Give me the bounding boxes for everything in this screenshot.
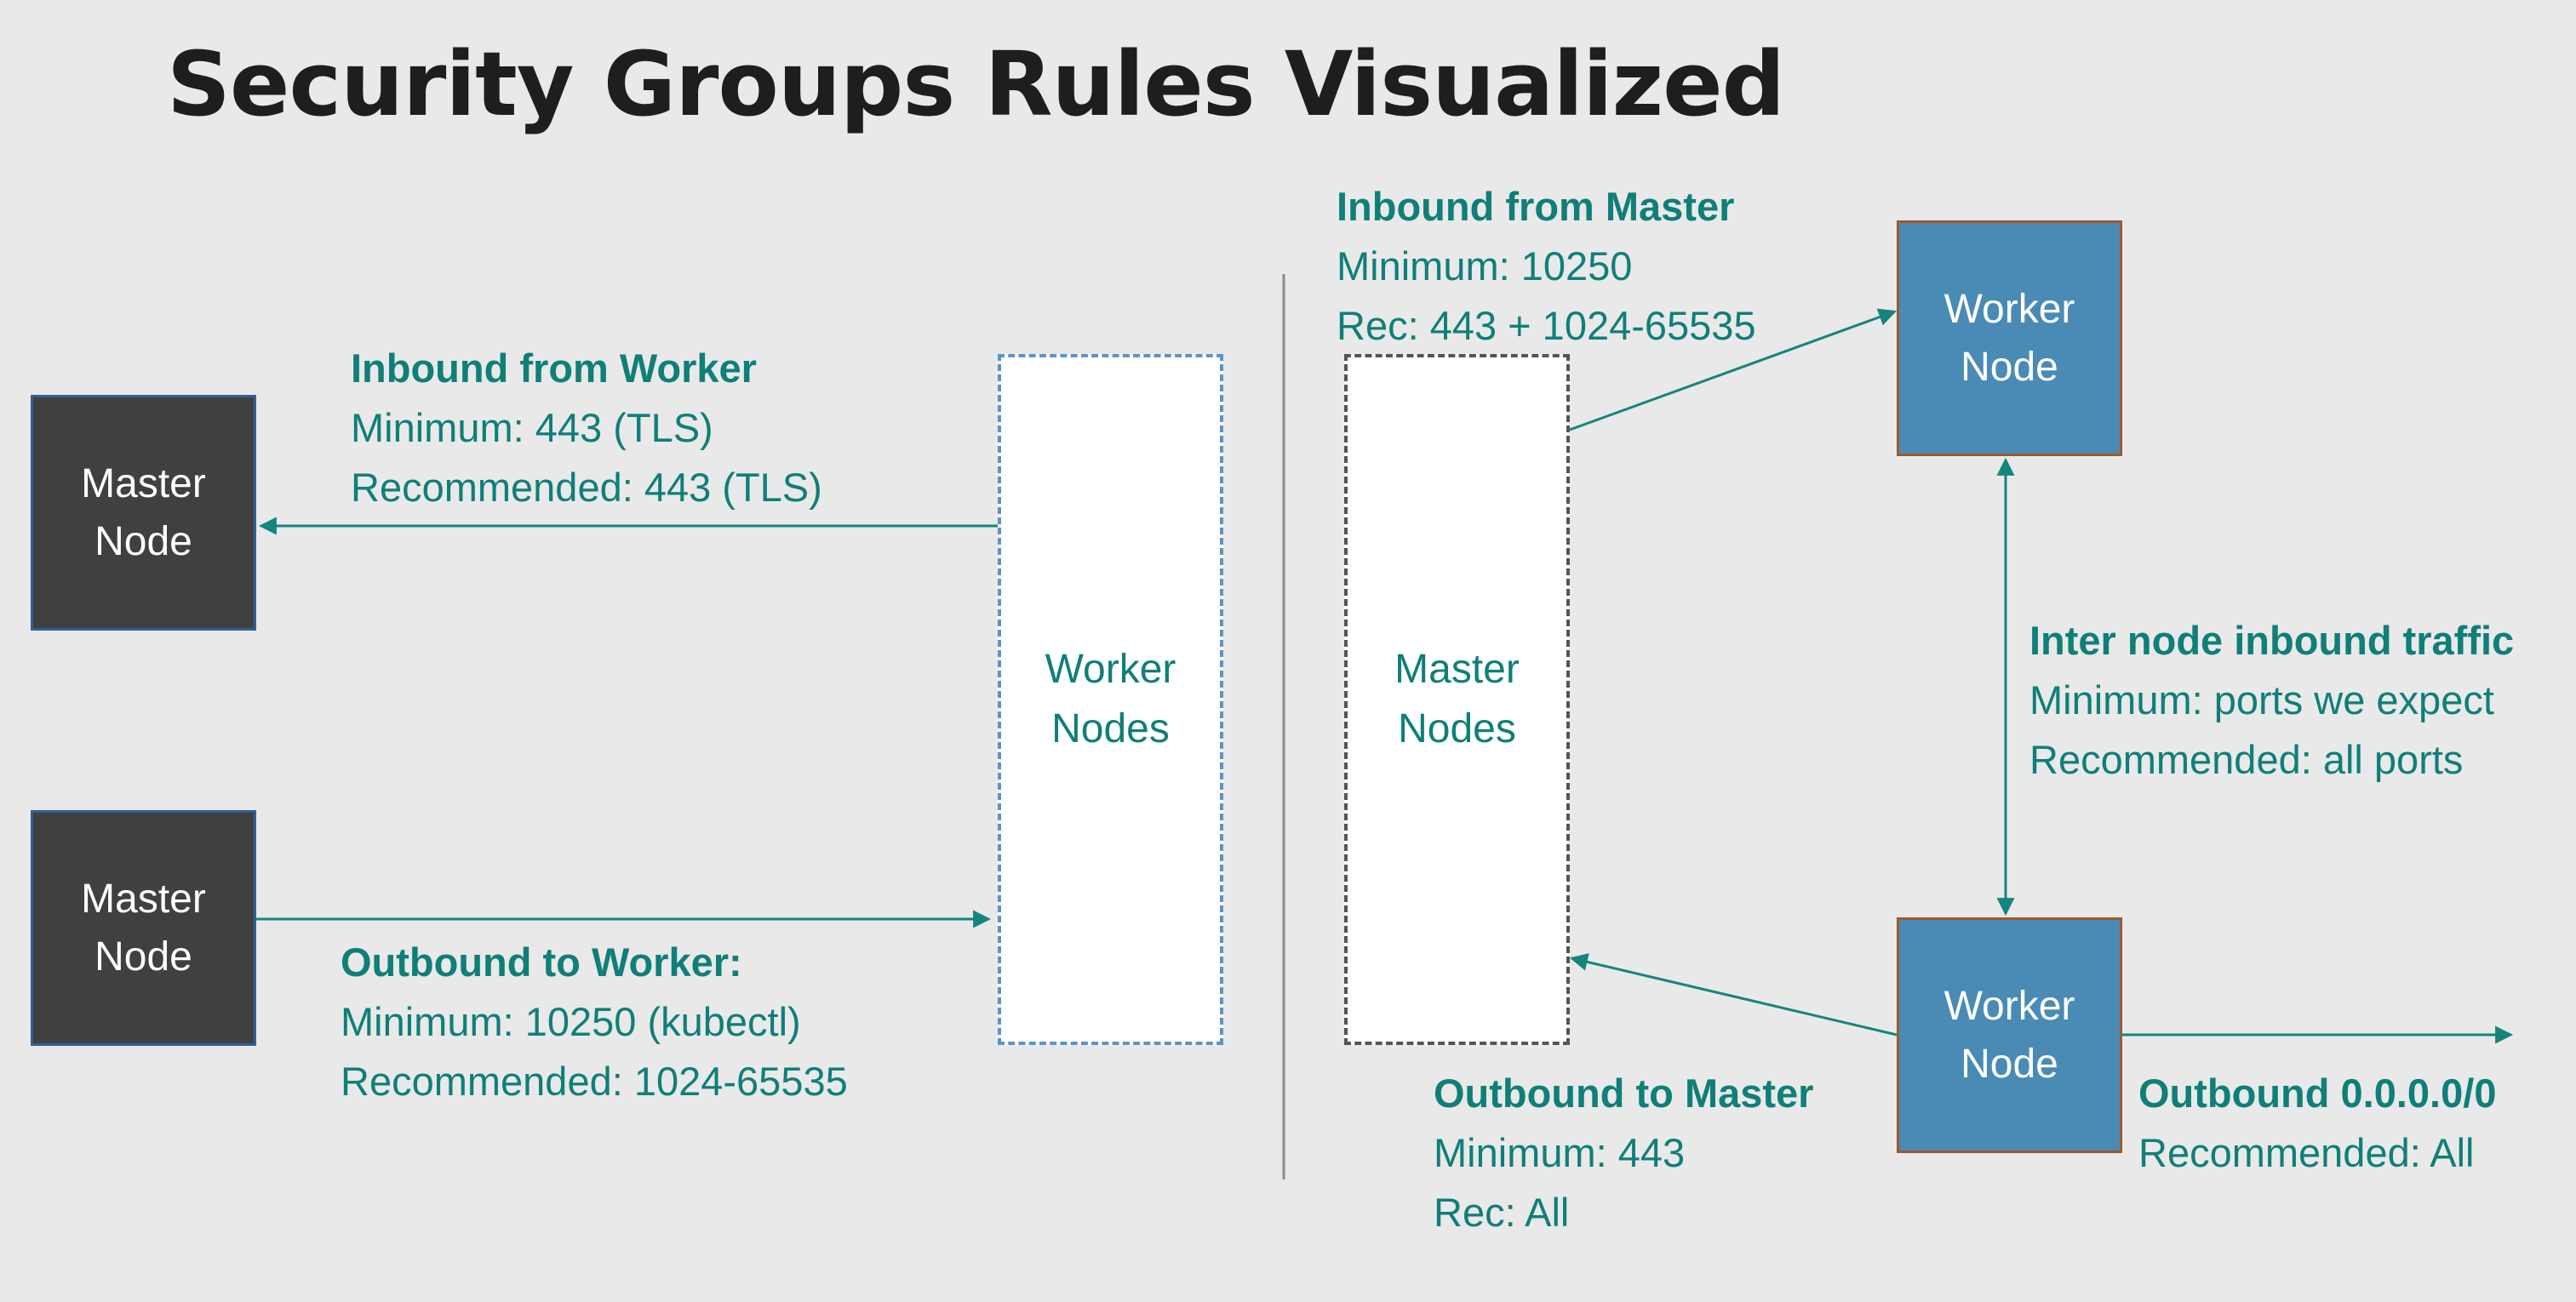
page-title: Security Groups Rules Visualized	[167, 32, 1785, 136]
outbound-to-master-recommended: Rec: All	[1434, 1190, 1570, 1235]
worker-node-top: Worker Node	[1897, 220, 2122, 456]
inter-node-label: Inter node inbound traffic Minimum: port…	[2029, 611, 2514, 790]
outbound-to-worker-recommended: Recommended: 1024-65535	[341, 1059, 848, 1104]
master-node-top-left: Master Node	[31, 395, 256, 631]
inbound-from-worker-recommended: Recommended: 443 (TLS)	[351, 465, 822, 510]
inter-node-heading: Inter node inbound traffic	[2029, 618, 2515, 663]
outbound-to-master-minimum: Minimum: 443	[1434, 1130, 1686, 1175]
outbound-to-master-label: Outbound to Master Minimum: 443 Rec: All	[1434, 1064, 1813, 1242]
arrow-inbound-from-master	[1569, 308, 1897, 431]
inbound-from-worker-minimum: Minimum: 443 (TLS)	[351, 405, 713, 450]
outbound-to-worker-label: Outbound to Worker: Minimum: 10250 (kube…	[341, 933, 848, 1111]
inbound-from-master-label: Inbound from Master Minimum: 10250 Rec: …	[1337, 177, 1756, 356]
arrow-outbound-to-master	[1569, 953, 1898, 1036]
outbound-all-label: Outbound 0.0.0.0/0 Recommended: All	[2138, 1064, 2496, 1183]
outbound-all-heading: Outbound 0.0.0.0/0	[2138, 1071, 2497, 1116]
worker-node-bottom: Worker Node	[1897, 917, 2122, 1153]
outbound-to-worker-minimum: Minimum: 10250 (kubectl)	[341, 999, 801, 1044]
inbound-from-worker-label: Inbound from Worker Minimum: 443 (TLS) R…	[351, 339, 822, 517]
inbound-from-master-heading: Inbound from Master	[1337, 184, 1735, 229]
master-nodes-group: Master Nodes	[1344, 354, 1570, 1045]
inbound-from-master-minimum: Minimum: 10250	[1337, 243, 1633, 288]
worker-nodes-group: Worker Nodes	[998, 354, 1223, 1045]
inbound-from-master-recommended: Rec: 443 + 1024-65535	[1337, 303, 1756, 348]
inbound-from-worker-heading: Inbound from Worker	[351, 345, 757, 391]
master-node-bottom-left: Master Node	[31, 810, 256, 1046]
inter-node-minimum: Minimum: ports we expect	[2029, 677, 2494, 722]
outbound-to-worker-heading: Outbound to Worker:	[341, 939, 742, 985]
inter-node-recommended: Recommended: all ports	[2029, 737, 2464, 782]
outbound-to-master-heading: Outbound to Master	[1434, 1071, 1814, 1116]
outbound-all-recommended: Recommended: All	[2138, 1130, 2475, 1175]
